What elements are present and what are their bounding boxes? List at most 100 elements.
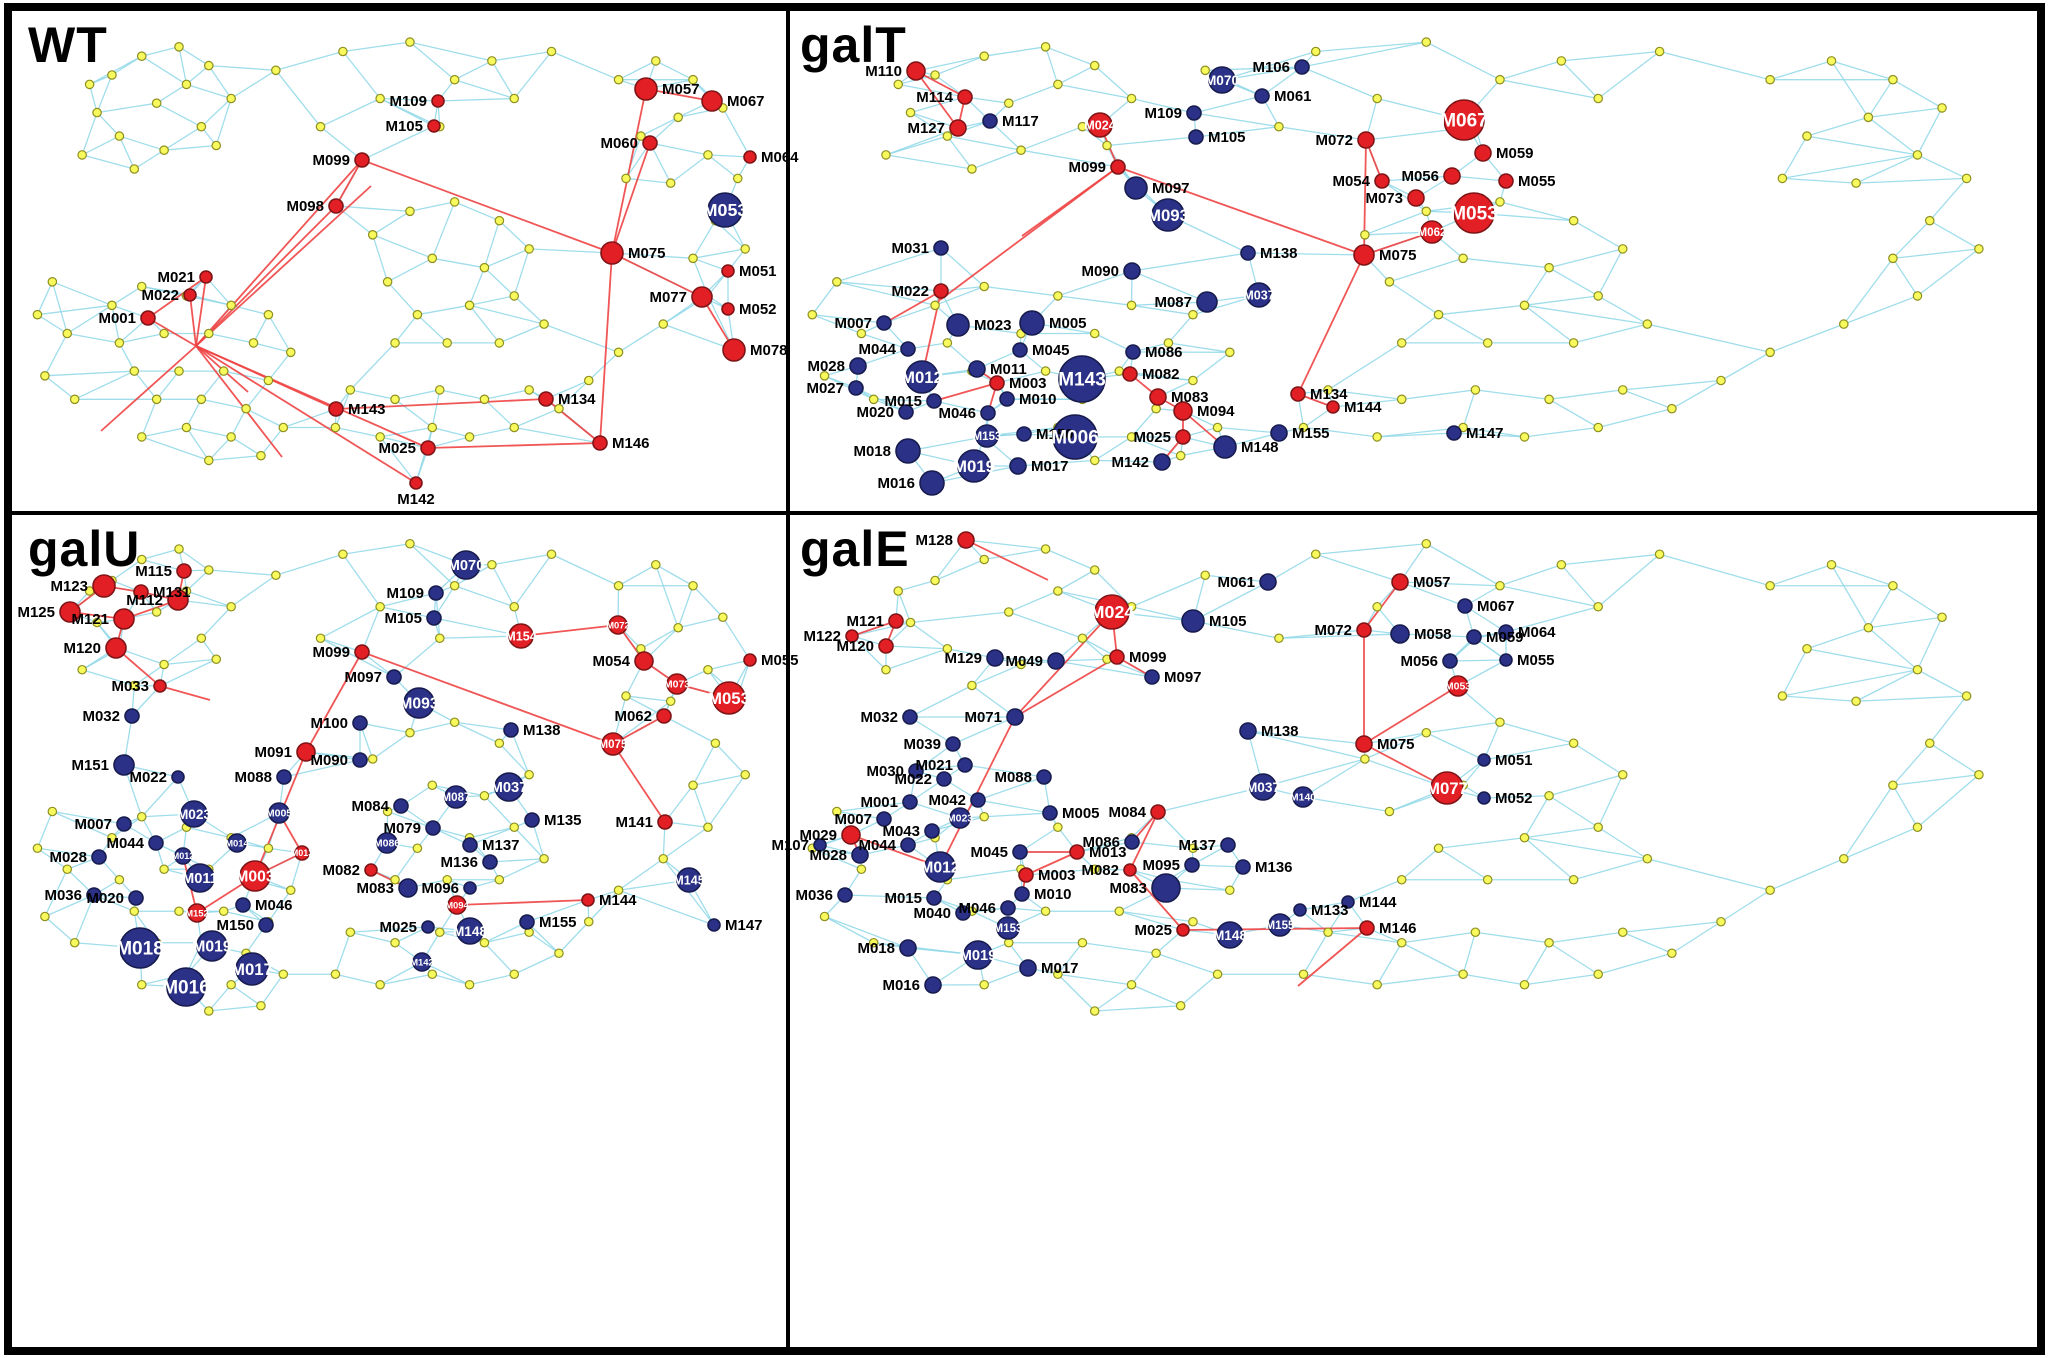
minor-node (650, 559, 661, 570)
label-WT-M142: M142 (397, 491, 435, 508)
node-galT-M106 (1294, 59, 1310, 75)
label-galT-M155: M155 (1292, 425, 1330, 442)
minor-node (1593, 93, 1603, 104)
minor-node (546, 549, 557, 560)
label-galT-M045: M045 (1032, 342, 1070, 359)
node-galE-M138 (1239, 722, 1257, 740)
node-galT-M148 (1213, 435, 1237, 459)
node-galE-M039 (945, 736, 961, 752)
label-galE-M021: M021 (915, 757, 953, 774)
minor-node (405, 37, 415, 47)
minor-node (881, 664, 891, 675)
node-galE-M049 (1047, 652, 1065, 670)
node-galE-M064 (1498, 624, 1514, 640)
minor-node (69, 394, 80, 405)
node-galE-M032 (902, 709, 918, 725)
label-galE-M120: M120 (836, 638, 874, 655)
node-galT-M037 (1246, 282, 1272, 308)
label-galU-M136: M136 (440, 854, 478, 871)
label-galE-M097: M097 (1164, 669, 1202, 686)
minor-node (1617, 385, 1628, 395)
minor-node (1310, 46, 1321, 57)
node-galE-M017 (1019, 959, 1037, 977)
node-galT-M075 (1353, 244, 1375, 266)
minor-node (665, 696, 676, 707)
minor-node (464, 979, 475, 990)
node-galU-M105 (426, 610, 442, 626)
minor-node (1765, 74, 1775, 85)
node-galE-M136 (1235, 859, 1251, 875)
minor-node (375, 979, 385, 990)
minor-node (487, 56, 497, 66)
minor-node (278, 969, 289, 980)
panel-title-gale: galE (800, 521, 910, 577)
label-galU-M005: M005 (266, 808, 292, 820)
minor-node (1568, 338, 1579, 348)
minor-node (1372, 979, 1382, 990)
minor-node (345, 927, 356, 938)
minor-node (1175, 1000, 1186, 1011)
minor-node (204, 565, 214, 575)
minor-node (673, 622, 683, 633)
minor-node (427, 969, 438, 980)
label-galT-M142: M142 (1111, 454, 1149, 471)
label-WT-M099: M099 (312, 152, 350, 169)
label-galT-M054: M054 (1332, 173, 1370, 190)
label-galU-M037: M037 (491, 780, 528, 796)
label-galT-M109: M109 (1144, 105, 1182, 122)
label-galE-M155: M155 (1266, 920, 1295, 932)
node-galU-M151 (113, 754, 135, 776)
node-galE-M028 (851, 846, 869, 864)
minor-node (1802, 131, 1812, 141)
minor-node (1888, 780, 1898, 791)
label-galE-M137: M137 (1178, 837, 1216, 854)
node-galU-M125 (59, 601, 81, 623)
minor-node (136, 811, 147, 822)
node-galT-M015 (926, 393, 942, 409)
minor-node (412, 309, 423, 320)
label-galE-M013: M013 (1089, 844, 1127, 861)
label-galE-M059: M059 (1486, 629, 1524, 646)
node-galU-M044 (148, 835, 164, 851)
node-galE-M072 (1356, 622, 1372, 638)
minor-node (636, 131, 646, 141)
minor-node (1212, 422, 1223, 433)
minor-node (1053, 79, 1063, 90)
label-galU-M011: M011 (182, 871, 218, 887)
minor-node (893, 586, 904, 596)
label-galU-M152: M152 (185, 908, 209, 919)
minor-node (1433, 843, 1444, 854)
node-galE-M030 (908, 763, 924, 779)
label-galU-M090: M090 (310, 752, 348, 769)
node-galU-M087 (444, 785, 468, 809)
node-galU-M023 (180, 800, 208, 828)
node-galT-M010 (999, 391, 1015, 407)
label-galU-M018: M018 (116, 939, 164, 960)
node-galE-M144 (1341, 895, 1355, 909)
node-galE-M137 (1220, 837, 1236, 853)
label-galT-M148: M148 (1241, 439, 1279, 456)
node-galE-M007 (876, 811, 892, 827)
node-galE-M022 (936, 771, 952, 787)
label-galU-M055: M055 (761, 652, 799, 669)
node-galU-M062 (656, 708, 672, 724)
minor-node (1126, 979, 1137, 990)
node-galT-M070 (1208, 66, 1236, 94)
minor-node (345, 385, 356, 395)
node-galE-M043 (924, 823, 940, 839)
label-galT-M138: M138 (1260, 245, 1298, 262)
minor-node (226, 432, 236, 442)
node-galU-M152 (187, 903, 207, 923)
node-WT-M109 (431, 94, 445, 108)
label-galU-M084: M084 (351, 798, 389, 815)
label-galU-M105: M105 (384, 610, 422, 627)
label-galU-M082: M082 (322, 862, 360, 879)
minor-node (107, 832, 117, 843)
node-galU-M094 (447, 895, 467, 915)
minor-node (226, 601, 236, 612)
label-galU-M120: M120 (63, 640, 101, 657)
minor-node (151, 98, 162, 108)
minor-node (1851, 178, 1861, 188)
node-WT-M105 (427, 119, 441, 133)
